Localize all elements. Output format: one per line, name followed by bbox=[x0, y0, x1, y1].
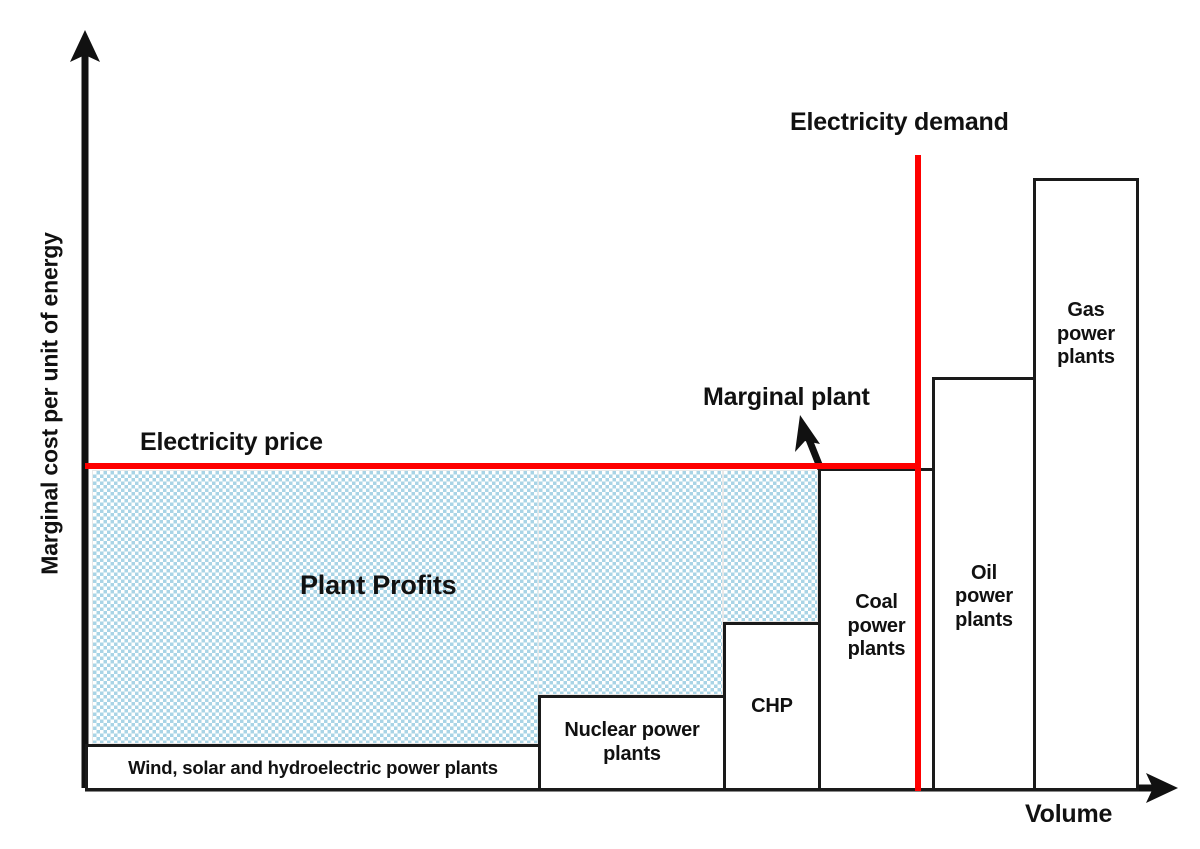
bar-gas[interactable]: Gas power plants bbox=[1033, 178, 1139, 791]
bar-label-gas: Gas power plants bbox=[1057, 299, 1115, 369]
plant-profits-area-chp-step bbox=[723, 470, 818, 622]
plant-profits-area-nuclear-step bbox=[538, 470, 723, 695]
electricity-price-label: Electricity price bbox=[140, 428, 323, 456]
electricity-demand-label: Electricity demand bbox=[790, 108, 1009, 136]
y-axis-label: Marginal cost per unit of energy bbox=[36, 232, 63, 575]
bar-chp[interactable]: CHP bbox=[723, 622, 821, 791]
bar-label-coal: Coal power plants bbox=[847, 591, 906, 661]
bar-nuclear[interactable]: Nuclear power plants bbox=[538, 695, 726, 791]
marginal-plant-label: Marginal plant bbox=[703, 383, 870, 411]
bar-label-wind: Wind, solar and hydroelectric power plan… bbox=[128, 756, 498, 778]
bar-label-oil: Oil power plants bbox=[955, 561, 1013, 631]
bar-label-nuclear: Nuclear power plants bbox=[564, 719, 700, 765]
plant-profits-label: Plant Profits bbox=[300, 570, 457, 600]
bar-wind-solar-hydro[interactable]: Wind, solar and hydroelectric power plan… bbox=[85, 744, 541, 791]
bar-label-chp: CHP bbox=[751, 694, 793, 717]
x-axis-label: Volume bbox=[1025, 800, 1113, 828]
electricity-price-line bbox=[85, 463, 918, 469]
bar-oil[interactable]: Oil power plants bbox=[932, 377, 1036, 791]
electricity-demand-line bbox=[915, 155, 921, 791]
